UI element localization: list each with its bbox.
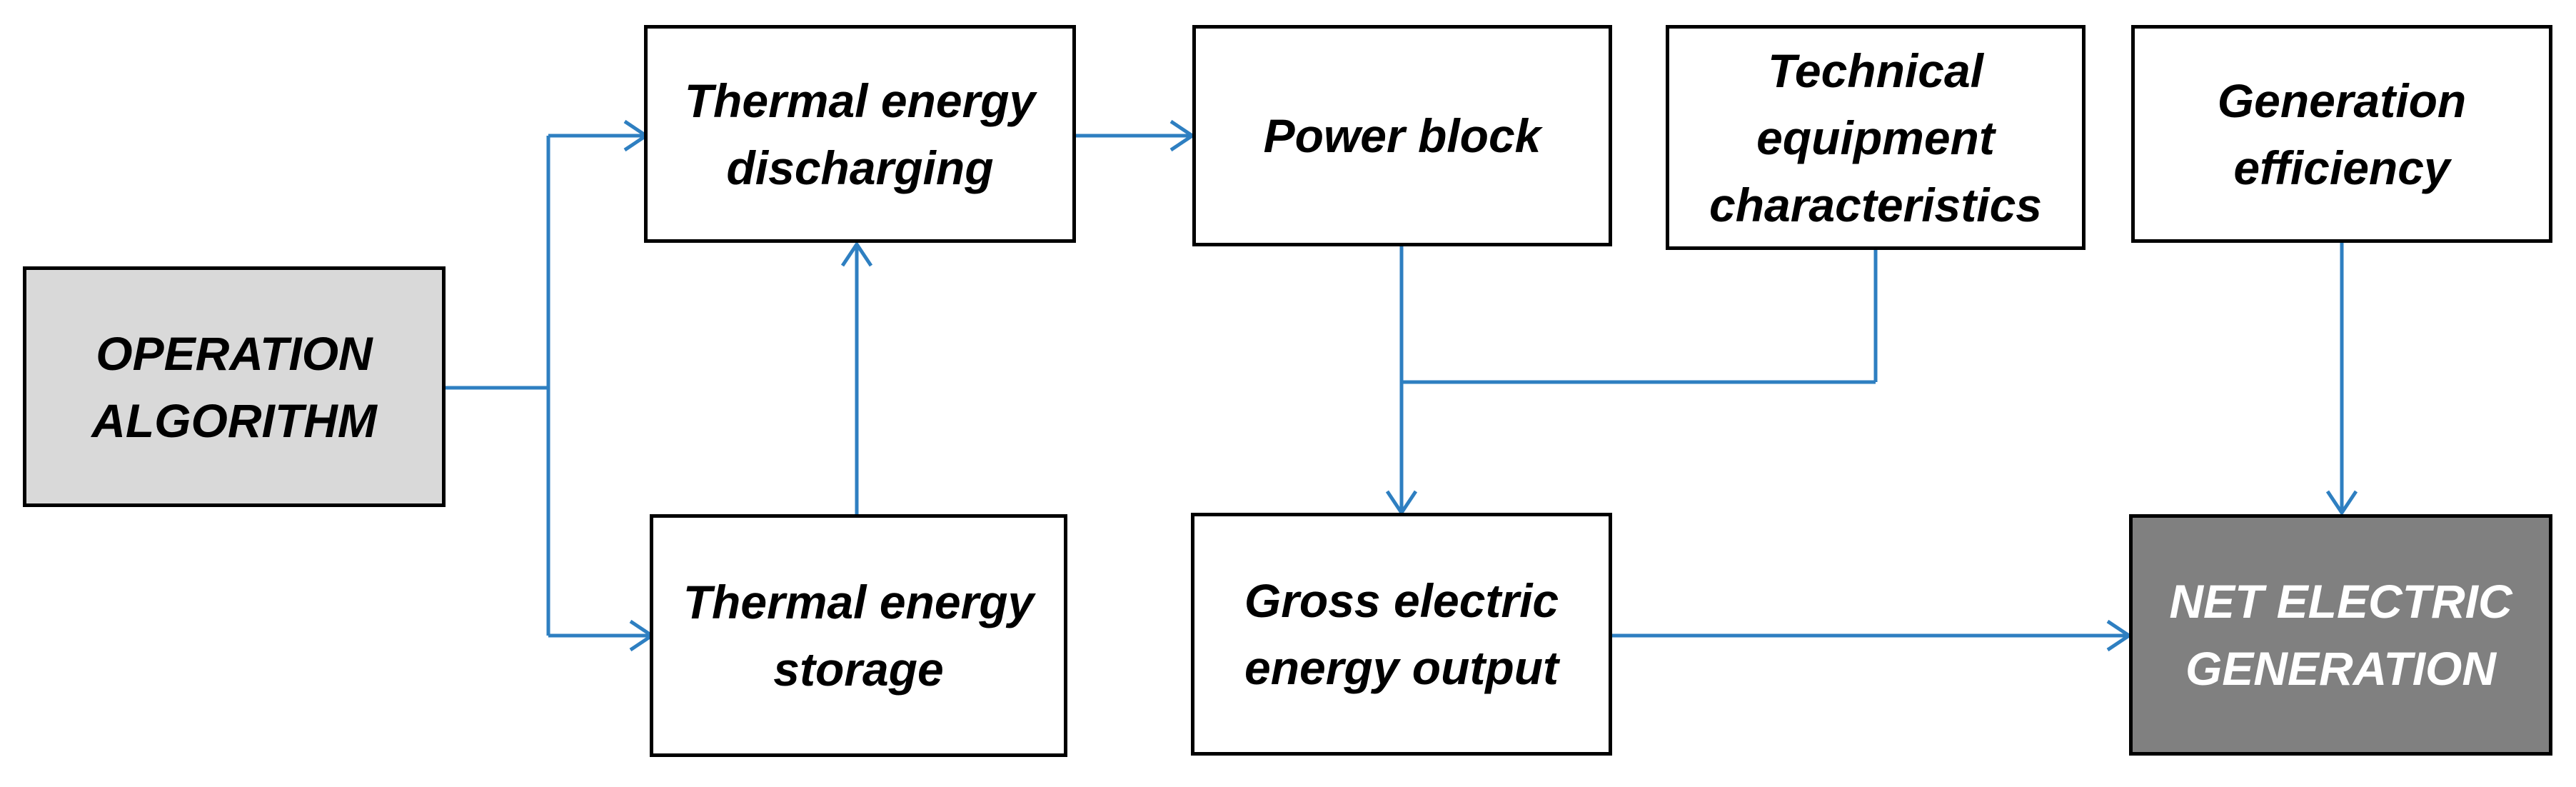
operation-algorithm-box: OPERATION ALGORITHM (23, 266, 446, 507)
technical-equipment-characteristics-box: Technical equipment characteristics (1666, 25, 2086, 250)
thermal-energy-storage-box: Thermal energy storage (650, 514, 1067, 757)
generation-efficiency-label: Generation efficiency (2217, 74, 2467, 194)
power-block-box: Power block (1192, 25, 1612, 246)
net-electric-generation-label: NET ELECTRIC GENERATION (2169, 575, 2512, 695)
gross-electric-energy-output-label: Gross electric energy output (1244, 574, 1559, 694)
power-block-label: Power block (1263, 109, 1541, 162)
arrowhead-storage-to-discharging (840, 241, 873, 267)
generation-efficiency-box: Generation efficiency (2131, 25, 2552, 243)
operation-algorithm-label: OPERATION ALGORITHM (91, 326, 377, 447)
thermal-energy-discharging-box: Thermal energy discharging (644, 25, 1076, 243)
net-electric-generation-box: NET ELECTRIC GENERATION (2129, 514, 2552, 756)
gross-electric-energy-output-box: Gross electric energy output (1191, 513, 1612, 756)
arrowhead-efficiency-to-net (2325, 490, 2358, 516)
thermal-energy-discharging-label: Thermal energy discharging (684, 74, 1036, 194)
technical-equipment-characteristics-label: Technical equipment characteristics (1709, 44, 2042, 231)
thermal-energy-storage-label: Thermal energy storage (683, 576, 1035, 696)
